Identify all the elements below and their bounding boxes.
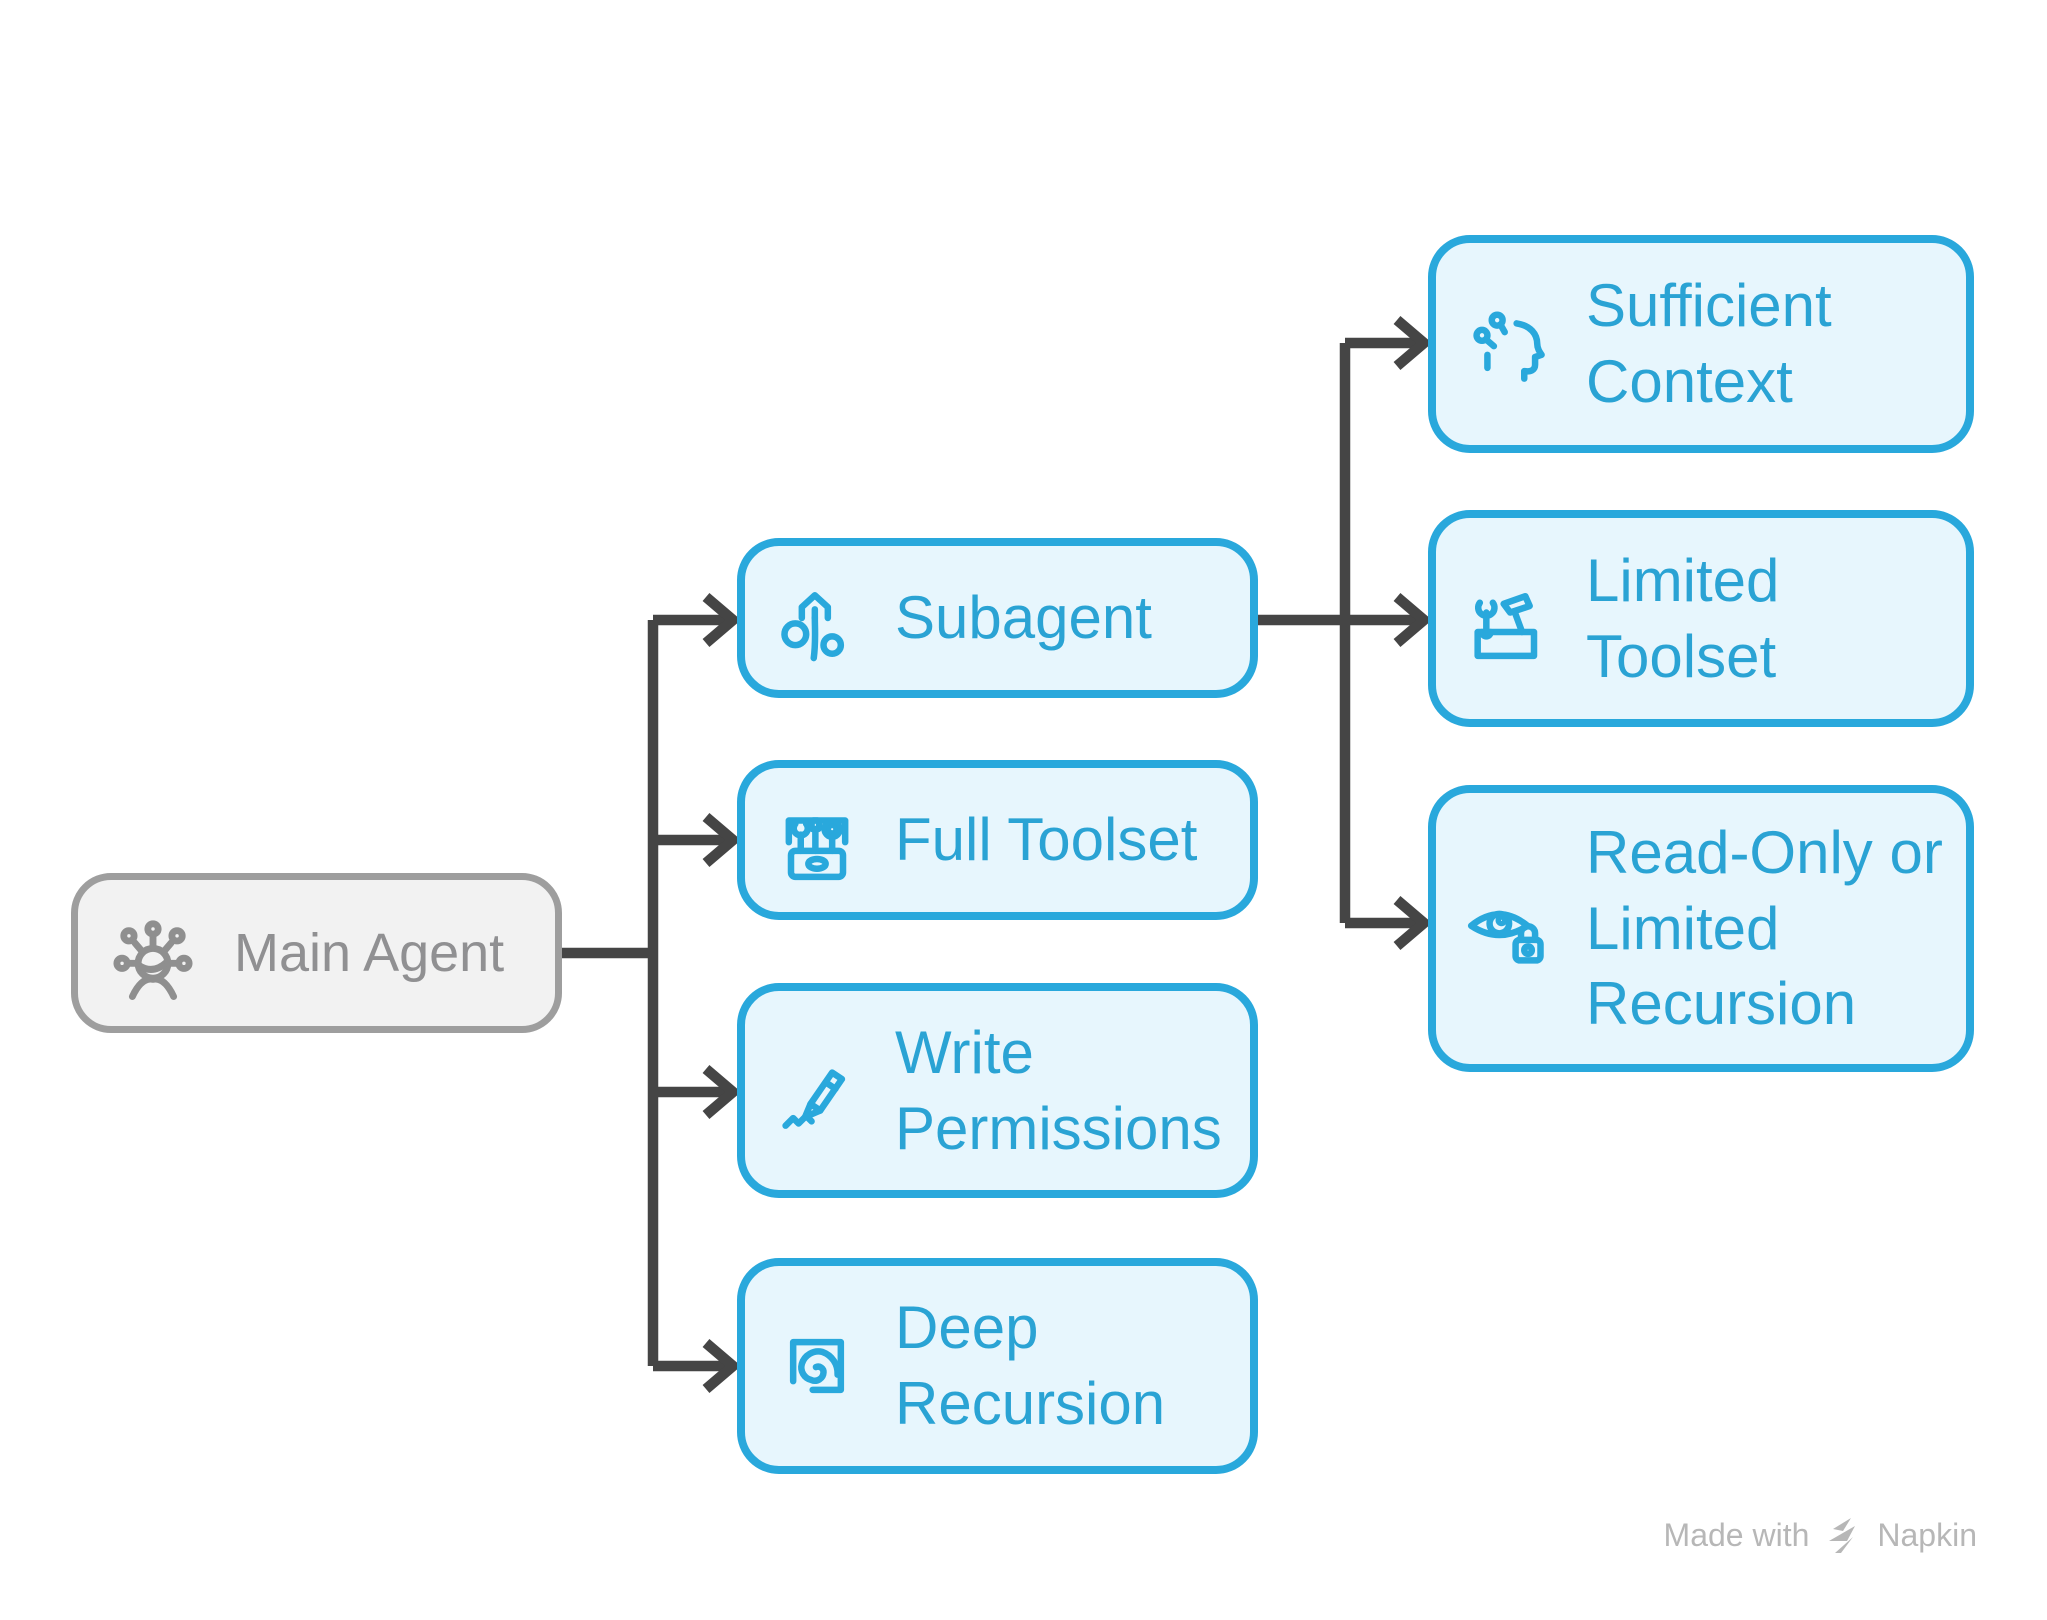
spiral-square-icon [789,1338,845,1394]
label-line: Full Toolset [895,806,1198,874]
node-subagent: Subagent [737,538,1258,698]
node-main-agent: Main Agent [71,873,562,1033]
node-read-only-or-limited-recursion: Read-Only or Limited Recursion [1428,785,1974,1072]
node-label: Full Toolset [895,802,1197,878]
label-line: Deep [895,1294,1039,1362]
head-thought-nodes-icon [1473,311,1545,382]
node-label: Sufficient Context [1586,268,1832,419]
node-full-toolset: Full Toolset [737,760,1258,920]
watermark-prefix: Made with [1663,1516,1810,1553]
eye-lock-icon [1467,910,1544,964]
agent-head-network-icon [113,920,193,1000]
node-label: Read-Only or Limited Recursion [1586,815,1943,1042]
node-label: Main Agent [234,919,504,987]
pen-writing-icon [782,1068,846,1129]
label-line: Limited [1586,894,1780,962]
connector-shafts [562,337,1419,1372]
made-with-napkin-watermark: Made with Napkin [1664,1513,1977,1557]
wrench-hammer-box-icon [1474,592,1538,659]
watermark-brand: Napkin [1877,1516,1977,1553]
branch-up-arrow-icon [781,592,845,662]
node-write-permissions: Write Permissions [737,983,1258,1198]
label-line: Limited [1586,546,1780,614]
label-line: Read-Only or [1586,819,1943,887]
node-label: Subagent [895,580,1152,656]
node-label: Limited Toolset [1586,543,1779,694]
node-limited-toolset: Limited Toolset [1428,510,1974,727]
toolbox-full-icon [785,817,849,881]
node-label: Write Permissions [895,1015,1222,1166]
napkin-logo-icon [1829,1518,1856,1553]
label-line: Recursion [895,1370,1166,1437]
label-line: Permissions [895,1094,1222,1162]
label-line: Main Agent [234,922,505,983]
node-deep-recursion: Deep Recursion [737,1258,1258,1474]
node-sufficient-context: Sufficient Context [1428,235,1974,453]
label-line: Subagent [895,584,1152,652]
label-line: Write [895,1018,1034,1086]
arrowheads [702,316,1433,1393]
label-line: Sufficient [1586,272,1832,340]
label-line: Recursion [1586,970,1857,1038]
node-label: Deep Recursion [895,1290,1165,1441]
label-line: Context [1586,348,1793,415]
label-line: Toolset [1586,622,1777,690]
